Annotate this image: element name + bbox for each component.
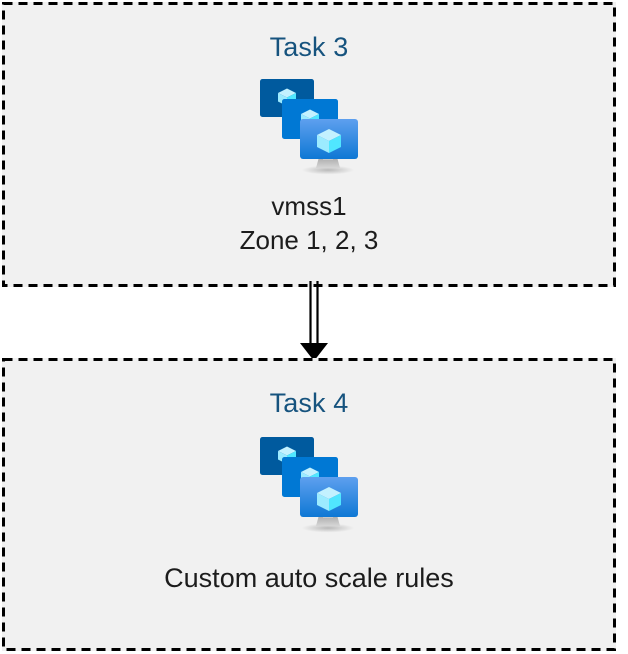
task3-title: Task 3 [269,32,349,62]
task-box-task4[interactable]: Task 4 [2,358,616,651]
azure-vm-scale-set-icon [254,433,364,537]
task4-caption-line-1: Custom auto scale rules [164,563,454,593]
connector-arrow-task3-to-task4 [300,281,328,361]
task4-title: Task 4 [269,388,349,418]
task4-caption: Custom auto scale rules [164,561,454,595]
task3-caption: vmss1 Zone 1, 2, 3 [240,189,379,257]
task-box-task3[interactable]: Task 3 [2,2,616,287]
task3-caption-line-2: Zone 1, 2, 3 [239,225,379,255]
azure-vm-scale-set-icon [254,75,364,179]
task3-caption-line-1: vmss1 [271,191,347,221]
